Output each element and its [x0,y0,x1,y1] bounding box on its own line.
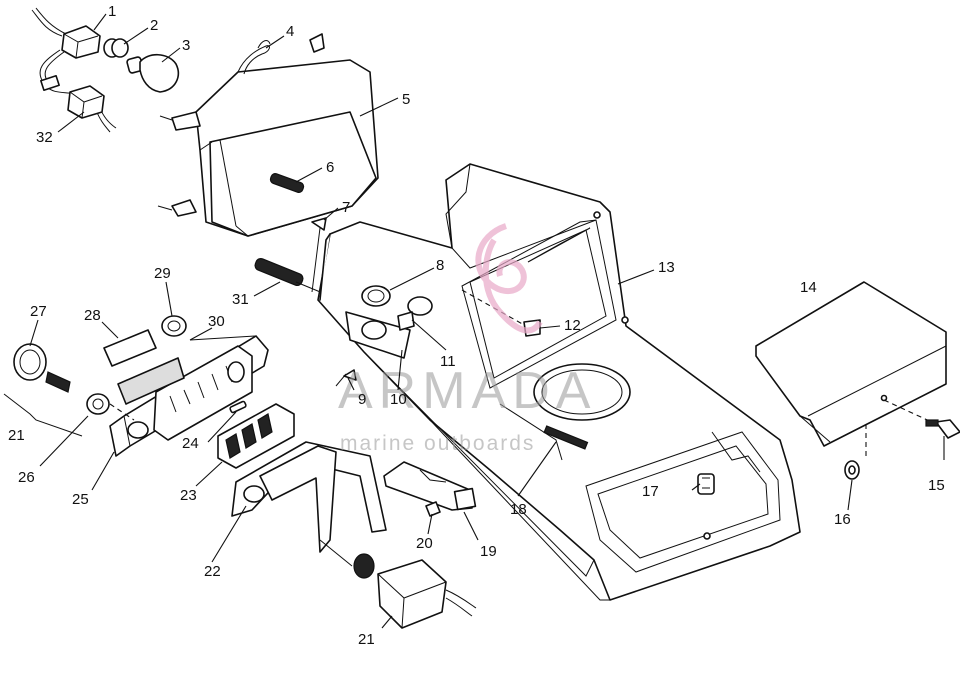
callout-14: 14 [800,279,817,296]
callout-19: 19 [480,543,497,560]
socket-2 [103,38,129,58]
watermark-logo [475,223,543,334]
bracket-line-21-left [3,393,83,437]
connector-32 [40,74,105,119]
bolt-18 [543,425,589,450]
nut-26 [86,393,135,421]
callout-24: 24 [182,435,199,452]
callout-17: 17 [642,483,659,500]
callout-5: 5 [402,91,410,108]
spring-6 [269,173,305,193]
leader-30-bracket [189,335,257,341]
ignition-ring-27 [13,343,71,393]
callout-32: 32 [36,129,53,146]
callout-29: 29 [154,265,171,282]
screw-9 [335,369,357,387]
callout-13: 13 [658,259,675,276]
armada-watermark: ARMADA marine outboards [338,223,596,455]
watermark-subtitle: marine outboards [340,432,535,455]
callout-9: 9 [358,391,366,408]
callout-28: 28 [84,307,101,324]
fuse-24 [229,400,247,414]
screw-7 [311,217,327,293]
toggle-switch-19 [383,461,477,511]
spring-clip-4 [237,33,325,75]
callout-23: 23 [180,487,197,504]
grommet-29 [161,315,187,337]
callout-15: 15 [928,477,945,494]
callout-16: 16 [834,511,851,528]
cover-plate-14 [755,281,947,456]
connector-1 [61,25,101,59]
callout-30: 30 [208,313,225,330]
washer-16 [844,460,860,480]
callout-3: 3 [182,37,190,54]
leader-lines [29,13,945,629]
callout-21-left: 21 [8,427,25,444]
clip-17 [697,473,715,495]
callout-18: 18 [510,501,527,518]
headlight-housing-5 [157,59,379,237]
nut-11 [397,311,415,331]
watermark-title: ARMADA [338,362,596,420]
callout-6: 6 [326,159,334,176]
fuse-block-23 [217,403,295,469]
mounting-bracket-22 [231,441,387,553]
dash-panel-13 [317,163,801,601]
screw-15 [925,419,960,439]
callout-25: 25 [72,491,89,508]
callout-10: 10 [390,391,407,408]
callout-12: 12 [564,317,581,334]
callout-labels: 1 2 3 4 5 6 7 8 9 10 11 12 13 14 15 16 1… [8,3,945,648]
callout-22: 22 [204,563,221,580]
callout-11: 11 [440,353,456,370]
ignition-switch-21-lower [319,539,477,629]
callout-8: 8 [436,257,444,274]
callout-1: 1 [108,3,116,20]
label-28 [103,329,185,405]
callout-7: 7 [342,199,350,216]
bracket-25 [109,335,269,457]
bulb-3 [126,53,180,93]
callout-4: 4 [286,23,294,40]
switch-cluster-8 [345,285,433,359]
callout-21-bottom: 21 [358,631,375,648]
callout-27: 27 [30,303,47,320]
callout-20: 20 [416,535,433,552]
callout-31: 31 [232,291,249,308]
screw-20 [425,501,441,517]
callout-2: 2 [150,17,158,34]
callout-26: 26 [18,469,35,486]
